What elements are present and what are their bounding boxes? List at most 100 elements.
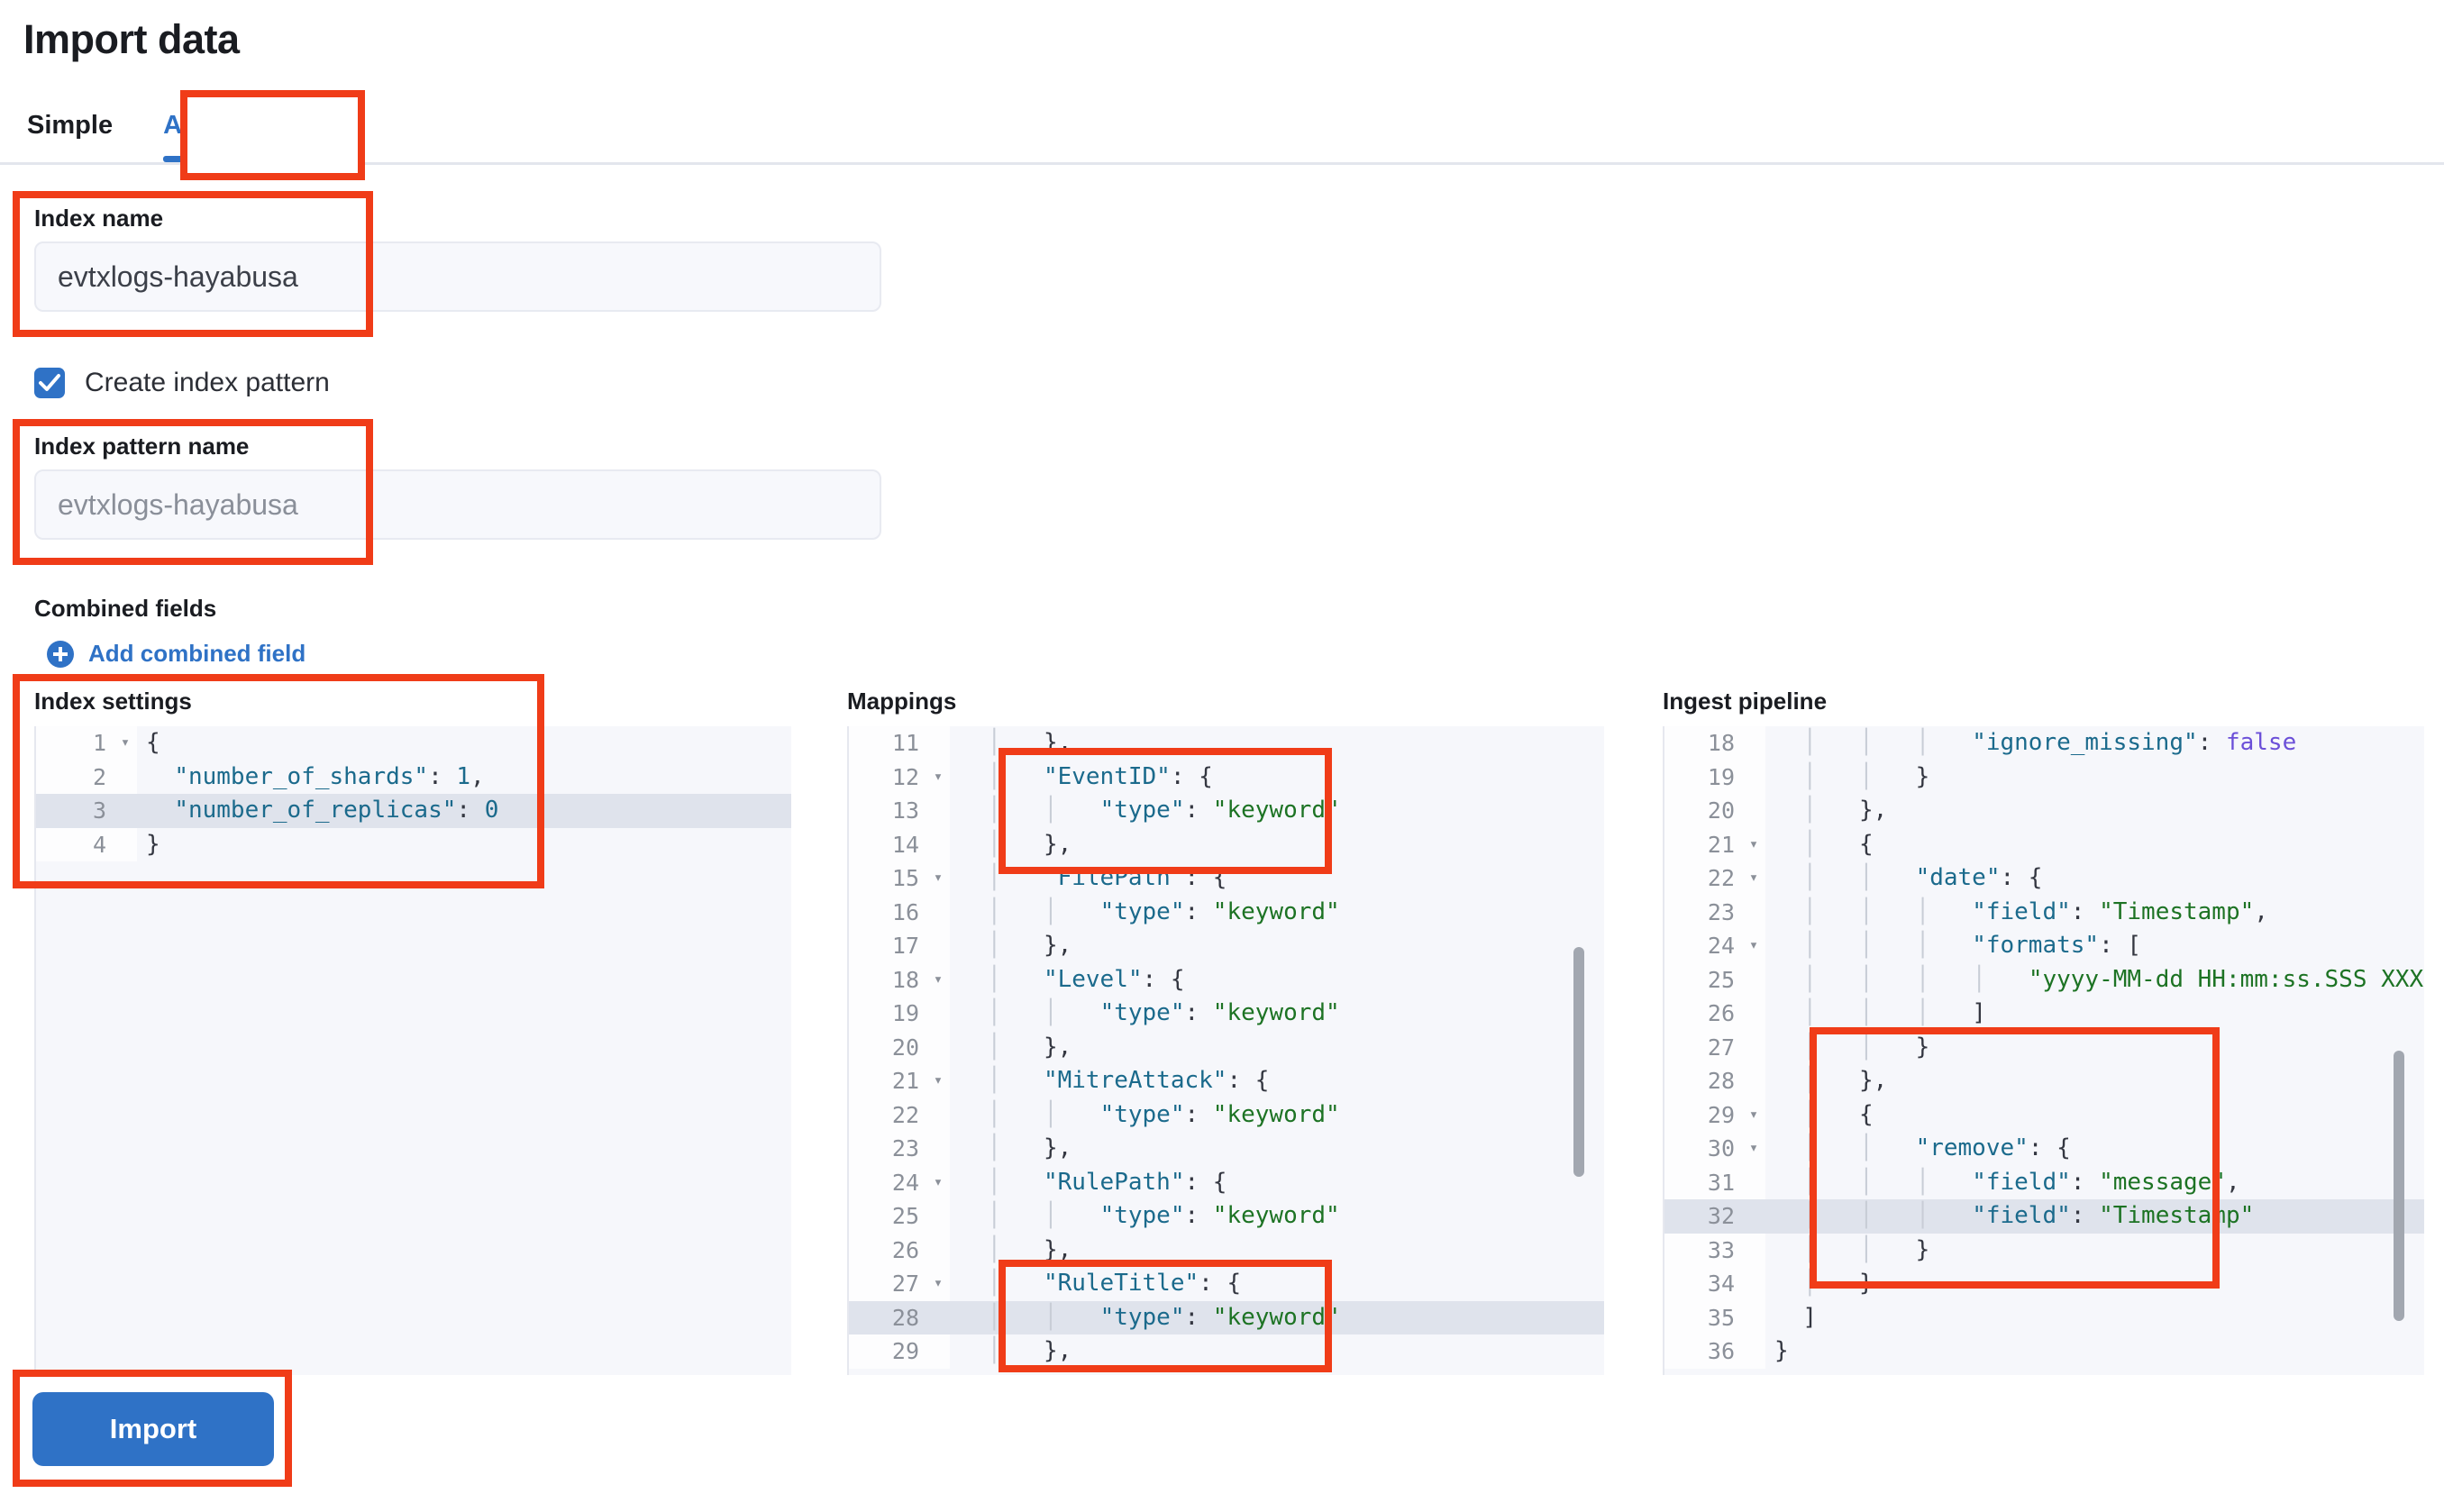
code-line[interactable]: 34 │ } <box>1664 1267 2424 1301</box>
code-line[interactable]: 12▾ │ "EventID": { <box>849 760 1604 794</box>
code-line[interactable]: 29▾ │ { <box>1664 1098 2424 1132</box>
code-line[interactable]: 27 │ │ } <box>1664 1030 2424 1064</box>
fold-arrow-icon[interactable]: ▾ <box>1742 929 1765 963</box>
fold-spacer <box>1742 1300 1765 1334</box>
code-line[interactable]: 24▾ │ "RulePath": { <box>849 1165 1604 1199</box>
fold-arrow-icon[interactable]: ▾ <box>926 1064 950 1098</box>
fold-arrow-icon[interactable]: ▾ <box>1742 1132 1765 1166</box>
code-line[interactable]: 32 │ │ │ "field": "Timestamp" <box>1664 1199 2424 1234</box>
index-settings-editor[interactable]: 1▾{2 "number_of_shards": 1,3 "number_of_… <box>34 726 791 1375</box>
line-number: 25 <box>1664 962 1742 997</box>
line-number: 26 <box>849 1233 926 1267</box>
line-number: 28 <box>1664 1064 1742 1098</box>
code-line[interactable]: 25 │ │ "type": "keyword" <box>849 1199 1604 1234</box>
code-line[interactable]: 25 │ │ │ │ "yyyy-MM-dd HH:mm:ss.SSS XXX" <box>1664 962 2424 997</box>
code-line[interactable]: 16 │ │ "type": "keyword" <box>849 895 1604 929</box>
fold-arrow-icon[interactable]: ▾ <box>114 726 137 761</box>
code-line[interactable]: 20 │ }, <box>849 1030 1604 1064</box>
code-line[interactable]: 27▾ │ "RuleTitle": { <box>849 1267 1604 1301</box>
line-number: 29 <box>849 1334 926 1369</box>
code-line[interactable]: 19 │ │ } <box>1664 760 2424 794</box>
line-number: 29 <box>1664 1098 1742 1132</box>
add-combined-field-button[interactable]: Add combined field <box>47 640 306 668</box>
fold-arrow-icon[interactable]: ▾ <box>1742 827 1765 861</box>
code-line[interactable]: 21▾ │ "MitreAttack": { <box>849 1064 1604 1098</box>
code-line[interactable]: 35 ] <box>1664 1300 2424 1334</box>
code-line[interactable]: 31 │ │ │ "field": "message", <box>1664 1165 2424 1199</box>
code-line[interactable]: 4} <box>36 827 791 861</box>
mappings-title: Mappings <box>847 688 957 715</box>
fold-arrow-icon[interactable]: ▾ <box>926 962 950 997</box>
code-line[interactable]: 1▾{ <box>36 726 791 761</box>
line-number: 21 <box>849 1064 926 1098</box>
fold-arrow-icon[interactable]: ▾ <box>926 1267 950 1301</box>
code-line[interactable]: 22▾ │ │ "date": { <box>1664 861 2424 896</box>
code-text: { <box>146 729 160 756</box>
line-number: 31 <box>1664 1165 1742 1199</box>
fold-spacer <box>1742 1233 1765 1267</box>
fold-spacer <box>1742 794 1765 828</box>
code-line[interactable]: 26 │ │ │ ] <box>1664 997 2424 1031</box>
code-line[interactable]: 20 │ }, <box>1664 794 2424 828</box>
code-line[interactable]: 14 │ }, <box>849 827 1604 861</box>
line-number: 15 <box>849 861 926 896</box>
code-line[interactable]: 11 │ }, <box>849 726 1604 761</box>
add-combined-field-label: Add combined field <box>88 640 306 667</box>
code-line[interactable]: 19 │ │ "type": "keyword" <box>849 997 1604 1031</box>
code-line[interactable]: 30▾ │ │ "remove": { <box>1664 1132 2424 1166</box>
page-title: Import data <box>23 16 240 62</box>
ingest-pipeline-section: Ingest pipeline 18 │ │ │ "ignore_missing… <box>1663 688 2424 1375</box>
create-index-pattern-row[interactable]: Create index pattern <box>34 368 330 398</box>
line-number: 33 <box>1664 1233 1742 1267</box>
line-number: 14 <box>849 827 926 861</box>
fold-arrow-icon[interactable]: ▾ <box>926 1165 950 1199</box>
code-text: │ │ } <box>1802 1235 1930 1263</box>
code-line[interactable]: 22 │ │ "type": "keyword" <box>849 1098 1604 1132</box>
line-number: 20 <box>849 1030 926 1064</box>
code-line[interactable]: 26 │ }, <box>849 1233 1604 1267</box>
create-index-pattern-label: Create index pattern <box>85 368 330 397</box>
code-line[interactable]: 2 "number_of_shards": 1, <box>36 760 791 794</box>
ingest-pipeline-scrollbar[interactable] <box>2394 1051 2404 1321</box>
code-line[interactable]: 3 "number_of_replicas": 0 <box>36 794 791 828</box>
code-line[interactable]: 13 │ │ "type": "keyword" <box>849 794 1604 828</box>
code-line[interactable]: 23 │ │ │ "field": "Timestamp", <box>1664 895 2424 929</box>
fold-spacer <box>926 827 950 861</box>
index-pattern-name-input[interactable]: evtxlogs-hayabusa <box>34 469 881 540</box>
fold-arrow-icon[interactable]: ▾ <box>1742 861 1765 896</box>
code-line[interactable]: 18 │ │ │ "ignore_missing": false <box>1664 726 2424 761</box>
code-line[interactable]: 23 │ }, <box>849 1132 1604 1166</box>
fold-arrow-icon[interactable]: ▾ <box>1742 1098 1765 1132</box>
code-line[interactable]: 29 │ }, <box>849 1334 1604 1369</box>
code-line[interactable]: 33 │ │ } <box>1664 1233 2424 1267</box>
fold-arrow-icon[interactable]: ▾ <box>926 760 950 794</box>
line-number: 28 <box>849 1300 926 1334</box>
mappings-editor[interactable]: 11 │ },12▾ │ "EventID": {13 │ │ "type": … <box>847 726 1604 1375</box>
code-line[interactable]: 28 │ │ "type": "keyword" <box>849 1300 1604 1334</box>
code-line[interactable]: 28 │ }, <box>1664 1064 2424 1098</box>
fold-spacer <box>926 1132 950 1166</box>
checkmark-icon[interactable] <box>34 368 65 398</box>
code-line[interactable]: 15▾ │ "FilePath": { <box>849 861 1604 896</box>
code-text: │ │ "type": "keyword" <box>987 1100 1340 1128</box>
fold-spacer <box>1742 1199 1765 1234</box>
mappings-scrollbar[interactable] <box>1573 947 1584 1177</box>
import-button[interactable]: Import <box>32 1392 274 1466</box>
code-line[interactable]: 17 │ }, <box>849 929 1604 963</box>
fold-arrow-icon[interactable]: ▾ <box>926 861 950 896</box>
code-text: │ │ │ "formats": [ <box>1802 932 2142 959</box>
index-settings-title: Index settings <box>34 688 192 715</box>
tab-simple[interactable]: Simple <box>27 111 114 140</box>
code-line[interactable]: 18▾ │ "Level": { <box>849 962 1604 997</box>
line-number: 11 <box>849 726 926 761</box>
fold-spacer <box>1742 1165 1765 1199</box>
code-line[interactable]: 36} <box>1664 1334 2424 1369</box>
code-line[interactable]: 21▾ │ { <box>1664 827 2424 861</box>
line-number: 27 <box>849 1267 926 1301</box>
line-number: 18 <box>1664 726 1742 761</box>
fold-spacer <box>926 794 950 828</box>
index-name-input[interactable]: evtxlogs-hayabusa <box>34 241 881 312</box>
tab-advanced[interactable]: Advanced <box>163 111 288 162</box>
code-line[interactable]: 24▾ │ │ │ "formats": [ <box>1664 929 2424 963</box>
